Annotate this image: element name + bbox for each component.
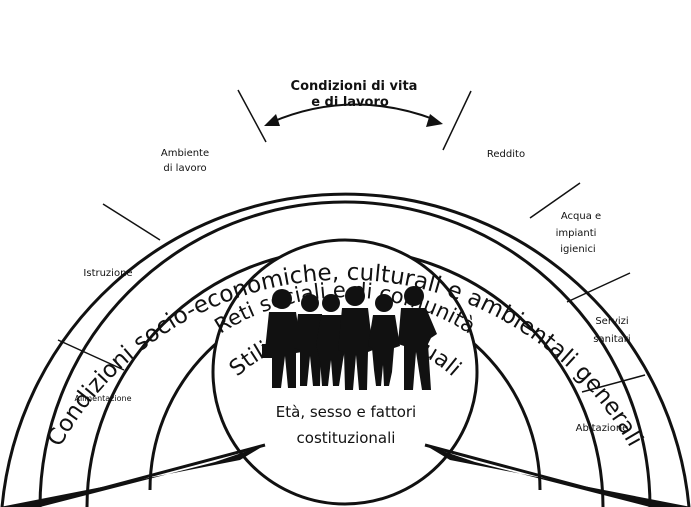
people-silhouette-icon <box>262 286 437 390</box>
sector-servizi-line2: sanitari <box>593 334 630 345</box>
living-conditions-title-line1: Condizioni di vita <box>291 79 418 94</box>
sector-alimentazione: Alimentazione <box>74 394 131 403</box>
living-conditions-arc <box>38 200 652 507</box>
sector-abitazione: Abitazione <box>576 423 629 434</box>
sector-istruzione: Istruzione <box>83 268 132 279</box>
outer-arc <box>0 192 691 507</box>
base-line-right <box>424 443 651 507</box>
sector-reddito: Reddito <box>487 149 525 160</box>
sector-ambiente-line2: di lavoro <box>163 163 206 174</box>
sector-ambiente-line1: Ambiente <box>161 148 209 159</box>
base-line-left <box>39 443 266 507</box>
core-label-line1: Età, sesso e fattori <box>276 403 416 421</box>
sector-servizi-line1: Servizi <box>595 316 628 327</box>
sector-acqua-line3: igienici <box>560 244 595 255</box>
double-arrow-icon <box>264 103 443 127</box>
sector-dividers <box>57 89 646 393</box>
sector-acqua-line2: impianti <box>556 228 597 239</box>
core-label-line2: costituzionali <box>297 429 396 447</box>
sector-acqua-line1: Acqua e <box>561 211 601 222</box>
